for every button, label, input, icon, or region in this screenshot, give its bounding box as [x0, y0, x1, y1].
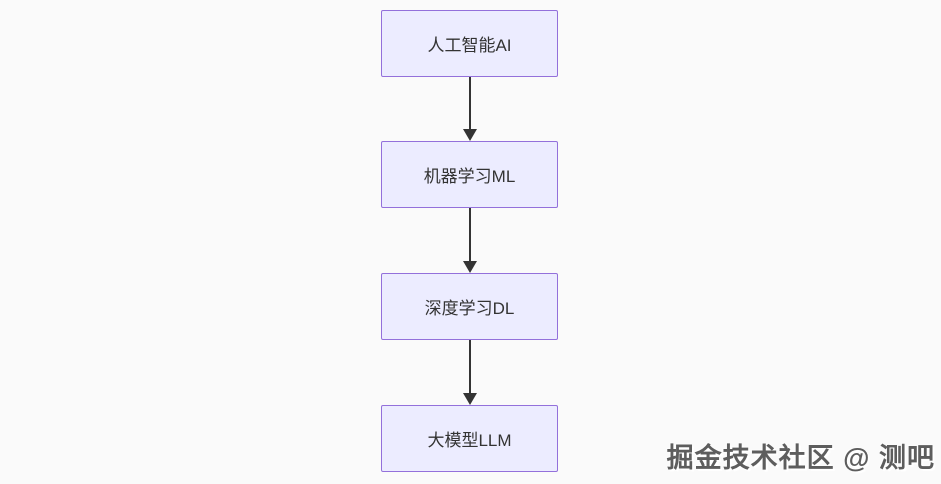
node-label: 机器学习ML: [423, 167, 516, 186]
arrow-down-icon: [462, 129, 477, 141]
arrow-down-icon: [462, 261, 477, 273]
arrow-line: [468, 77, 471, 131]
node-label: 人工智能AI: [427, 36, 512, 55]
arrow-line: [468, 208, 471, 263]
arrow-down-icon: [462, 393, 477, 405]
node-large-model: 大模型LLM: [381, 405, 558, 472]
arrow-dl-to-llm: [455, 340, 485, 405]
node-artificial-intelligence: 人工智能AI: [381, 10, 558, 77]
node-deep-learning: 深度学习DL: [381, 273, 558, 340]
watermark: 掘金技术社区 @ 测吧: [666, 443, 935, 473]
node-label: 大模型LLM: [427, 431, 512, 450]
arrow-line: [468, 340, 471, 395]
arrow-ml-to-dl: [455, 208, 485, 273]
node-label: 深度学习DL: [424, 299, 515, 318]
node-machine-learning: 机器学习ML: [381, 141, 558, 208]
arrow-ai-to-ml: [455, 77, 485, 141]
